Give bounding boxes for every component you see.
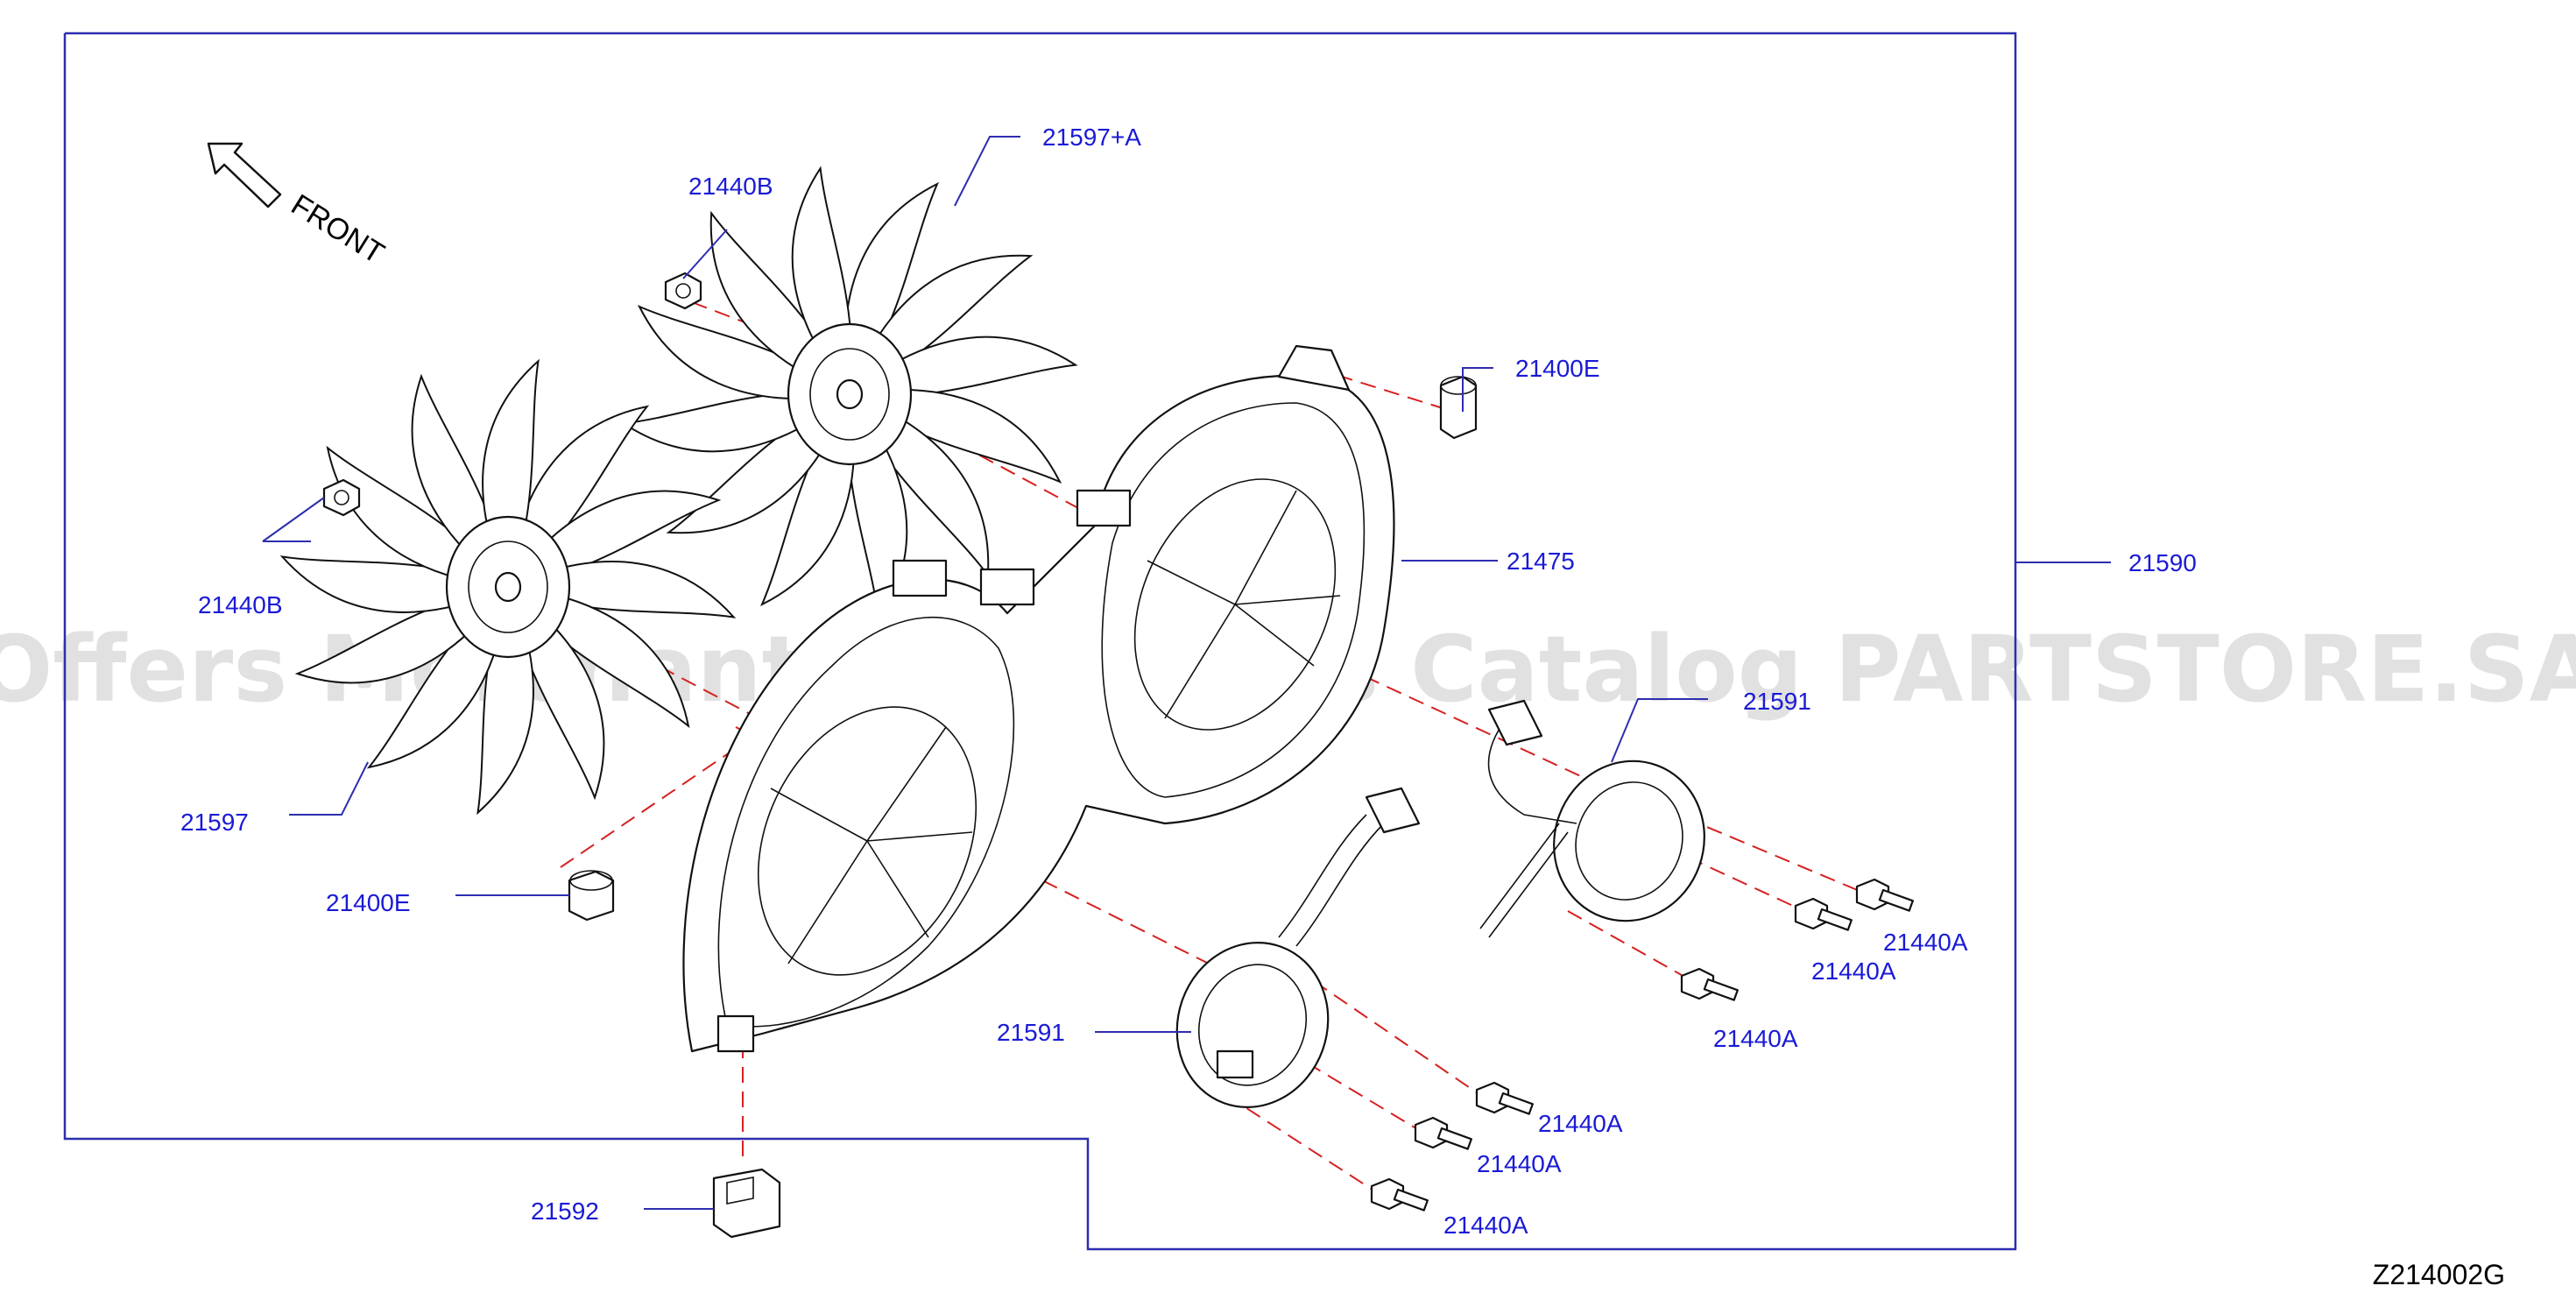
bracket-icon: [712, 1168, 781, 1239]
bolt-left-1-icon: [1475, 1081, 1534, 1115]
bolt-right-2-icon: [1794, 897, 1853, 931]
motor-left: [1175, 787, 1421, 1108]
front-arrow-icon: [207, 142, 282, 208]
label-bracket: 21592: [531, 1198, 599, 1225]
label-nut-left: 21440B: [198, 591, 283, 618]
label-motor-right-bolt-1: 21440A: [1883, 929, 1968, 956]
fan-shroud: [682, 344, 1395, 1053]
label-grommet-upper: 21400E: [1515, 355, 1600, 382]
leader-lines: [262, 136, 2111, 1210]
label-assembly: 21590: [2128, 549, 2197, 576]
label-shroud: 21475: [1507, 548, 1575, 575]
label-nut-upper: 21440B: [688, 173, 773, 200]
label-fan-upper: 21597+A: [1042, 124, 1141, 151]
nut-left-icon: [322, 478, 361, 517]
front-label: FRONT: [286, 188, 390, 271]
label-motor-right-bolt-3: 21440A: [1713, 1025, 1798, 1052]
label-motor-left-bolt-2: 21440A: [1477, 1150, 1562, 1177]
lower-fan: [279, 358, 737, 816]
assembly-frame: [63, 32, 2017, 1251]
upper-fan: [621, 166, 1078, 623]
bolt-right-3-icon: [1680, 967, 1739, 1001]
label-motor-left-bolt-3: 21440A: [1443, 1212, 1528, 1239]
motor-right: [1479, 699, 1705, 938]
label-grommet-lower: 21400E: [326, 889, 411, 916]
label-motor-right: 21591: [1743, 688, 1811, 715]
grommet-lower-icon: [568, 870, 615, 922]
nut-upper-icon: [664, 272, 702, 310]
bolt-left-3-icon: [1370, 1177, 1429, 1212]
label-motor-right-bolt-2: 21440A: [1811, 957, 1896, 985]
drawing-code: Z214002G: [2373, 1259, 2505, 1290]
label-motor-left-bolt-1: 21440A: [1538, 1110, 1623, 1137]
label-motor-left: 21591: [997, 1019, 1065, 1046]
bolt-left-2-icon: [1414, 1116, 1472, 1150]
bolt-right-1-icon: [1855, 878, 1914, 912]
label-fan-lower: 21597: [180, 809, 249, 836]
grommet-upper-icon: [1439, 375, 1478, 440]
